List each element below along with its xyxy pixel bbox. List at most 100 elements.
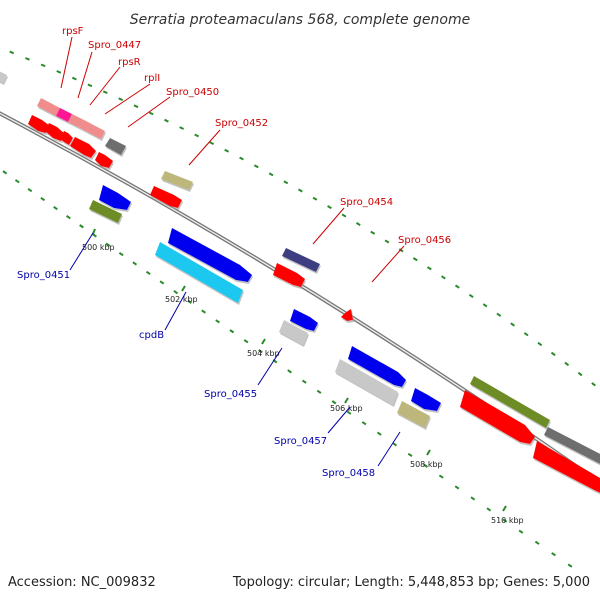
map-title: Serratia proteamaculans 568, complete ge… <box>130 12 470 28</box>
track-dot <box>159 280 165 285</box>
track-dot <box>316 389 322 394</box>
track-dot <box>486 507 492 512</box>
track-dot <box>92 233 97 238</box>
gene-label-cpdB[interactable]: cpdB <box>139 330 164 341</box>
track-dot <box>502 518 508 523</box>
genome-summary-text: Topology: circular; Length: 5,448,853 bp… <box>232 575 590 590</box>
gene-feature[interactable] <box>37 98 60 116</box>
track-dot <box>118 251 124 257</box>
gene-label-spro-0452[interactable]: Spro_0452 <box>215 118 268 129</box>
gene-feature[interactable] <box>335 359 398 405</box>
track-dot <box>56 70 62 74</box>
label-leaders-bottom <box>69 232 401 467</box>
label-leaders-top <box>60 36 405 283</box>
gene-feature[interactable] <box>28 115 50 133</box>
scale-ticks <box>92 228 507 512</box>
gene-feature[interactable] <box>80 120 105 139</box>
gene-feature[interactable] <box>161 171 193 190</box>
track-dot <box>454 284 460 289</box>
gene-label-rpsR[interactable]: rpsR <box>118 57 141 68</box>
track-dot <box>496 312 502 317</box>
tick-mark <box>344 397 349 404</box>
gene-label-spro-0456[interactable]: Spro_0456 <box>398 235 451 246</box>
track-dot <box>518 529 524 534</box>
gene-feature[interactable] <box>99 185 131 210</box>
track-dot <box>376 431 382 436</box>
track-dot <box>438 474 444 479</box>
track-dot <box>53 205 58 211</box>
gene-label-spro-0450[interactable]: Spro_0450 <box>166 87 219 98</box>
gene-feature[interactable] <box>470 376 550 428</box>
gene-feature[interactable] <box>411 388 441 411</box>
track-dot <box>133 104 139 109</box>
track-dot <box>283 180 289 185</box>
gene-feature[interactable] <box>60 131 73 145</box>
track-dot <box>287 369 292 374</box>
track-dot <box>40 63 46 68</box>
track-dot <box>201 309 206 314</box>
tick-mark <box>502 505 507 512</box>
track-dot <box>370 230 376 235</box>
track-dot <box>392 442 398 447</box>
gene-label-spro-0451[interactable]: Spro_0451 <box>17 270 70 281</box>
track-dot <box>327 205 332 210</box>
gene-label-spro-0455[interactable]: Spro_0455 <box>204 389 257 400</box>
track-dot <box>79 224 84 229</box>
track-dot <box>66 214 71 220</box>
track-dot <box>229 329 235 334</box>
gene-feature[interactable] <box>56 108 72 122</box>
track-dot <box>577 371 583 377</box>
gene-track-outer <box>0 70 600 494</box>
gene-feature[interactable] <box>533 441 600 494</box>
track-dot <box>482 303 488 308</box>
gene-label-spro-0457[interactable]: Spro_0457 <box>274 436 327 447</box>
gene-feature[interactable] <box>105 138 126 155</box>
track-dot <box>253 164 259 169</box>
gene-feature[interactable] <box>95 152 113 168</box>
track-dot <box>40 196 46 202</box>
gene-feature[interactable] <box>279 320 308 345</box>
gene-feature[interactable] <box>282 248 320 272</box>
gene-label-rplI[interactable]: rplI <box>144 73 160 84</box>
track-dot <box>384 239 390 244</box>
track-dot <box>224 148 230 153</box>
gene-feature[interactable] <box>397 401 430 428</box>
accession-text: Accession: NC_009832 <box>8 575 156 590</box>
track-dot <box>407 452 413 458</box>
gene-feature[interactable] <box>460 390 535 444</box>
gene-feature[interactable] <box>273 263 305 287</box>
gene-feature[interactable] <box>150 186 182 208</box>
gene-feature[interactable] <box>70 137 96 158</box>
tick-label: 510 kbp <box>491 516 524 525</box>
track-dot <box>423 463 428 468</box>
gene-feature[interactable] <box>290 309 318 331</box>
gene-track-inner <box>89 185 441 428</box>
gene-feature[interactable] <box>348 346 406 387</box>
track-dot <box>341 213 347 218</box>
track-dot <box>331 400 337 405</box>
gene-feature[interactable] <box>0 70 7 83</box>
gene-label-rpsF[interactable]: rpsF <box>62 26 84 37</box>
gene-label-spro-0454[interactable]: Spro_0454 <box>340 197 393 208</box>
gene-feature[interactable] <box>45 123 65 141</box>
track-dot <box>567 563 573 568</box>
track-dot <box>454 485 460 490</box>
gene-feature[interactable] <box>341 309 353 321</box>
track-dot <box>164 118 169 123</box>
gene-label-spro-0458[interactable]: Spro_0458 <box>322 468 375 479</box>
track-dot <box>534 540 540 545</box>
gene-label-spro-0447[interactable]: Spro_0447 <box>88 40 141 51</box>
track-dot <box>468 293 474 299</box>
track-dot <box>470 496 476 501</box>
track-dot <box>187 299 192 304</box>
gene-feature[interactable] <box>168 228 252 282</box>
gene-feature[interactable] <box>89 200 122 223</box>
gene-feature[interactable] <box>155 242 243 303</box>
track-dot <box>441 275 446 280</box>
gene-feature[interactable] <box>68 114 84 128</box>
track-dot <box>87 83 93 88</box>
track-dot <box>355 222 361 227</box>
gene-feature[interactable] <box>544 427 600 467</box>
track-dot <box>9 50 15 55</box>
track-dot <box>105 242 111 247</box>
